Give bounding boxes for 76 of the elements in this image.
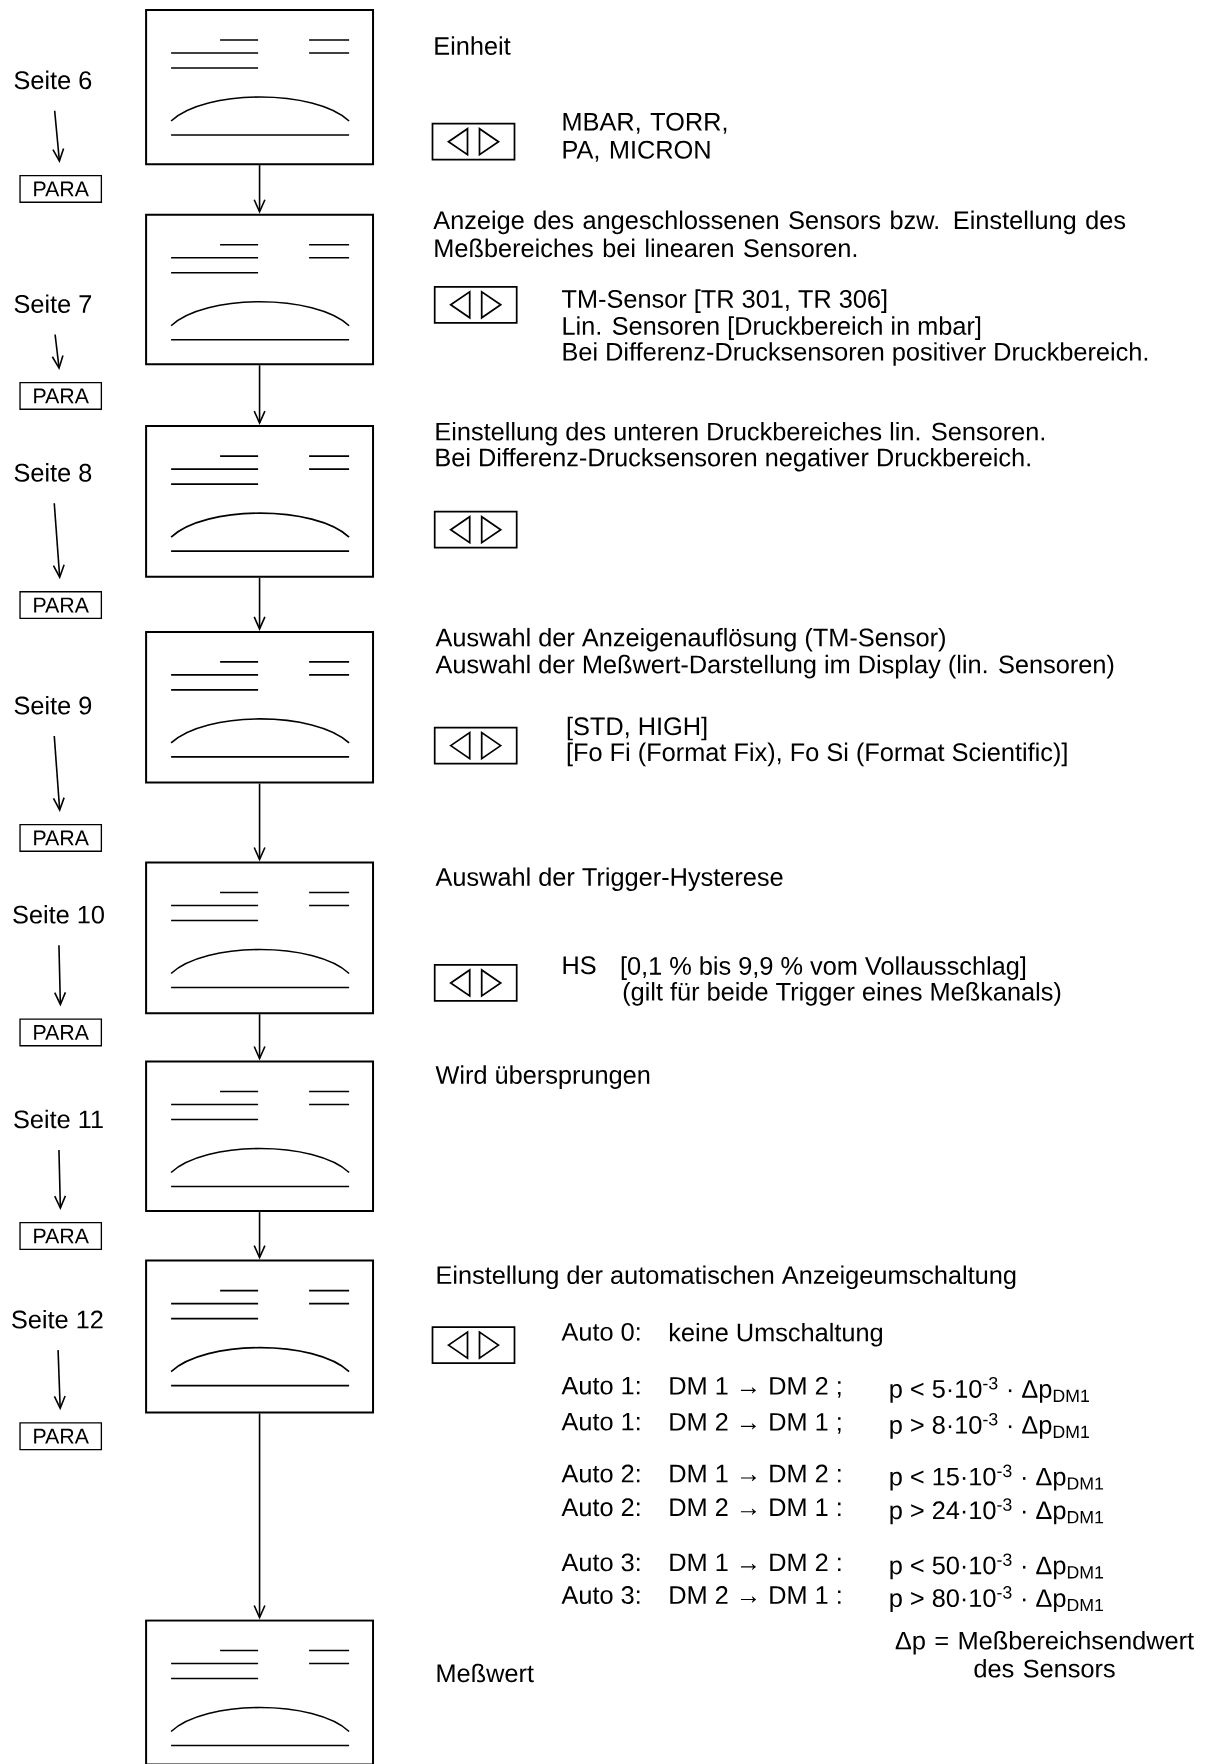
display-drawing (145, 1619, 375, 1764)
table-text: Auto 0: (561, 1322, 640, 1341)
option-text: [STD, HIGH] (567, 716, 707, 741)
description-text: Einheit (435, 36, 511, 55)
option-text: Lin. Sensoren [Druckbereich in mbar] (563, 316, 981, 340)
option-text: [Fo Fi (Format Fix), Fo Si (Format Scientific)] (567, 742, 1067, 767)
table-text: Auto 2: (561, 1464, 640, 1483)
page-label: Seite 9 (14, 695, 92, 715)
display-drawing (145, 9, 375, 166)
arrow (53, 1149, 67, 1210)
table-text: DM 1 → DM 2 : (670, 1553, 841, 1572)
table-text: Auto 1: (561, 1412, 640, 1431)
arrow (253, 577, 266, 631)
page-label: Seite 8 (14, 463, 92, 482)
display-drawing (145, 213, 375, 366)
table-text: p > 80·10$^{-3}$ · Δp$_{DM1}$ (890, 1586, 1104, 1613)
table-text: p < 50·10$^{-3}$ · Δp$_{DM1}$ (890, 1553, 1104, 1580)
page-label: Seite 11 (14, 1109, 103, 1129)
arrow (52, 735, 65, 812)
arrow (253, 782, 266, 862)
description-text: Auswahl der Trigger-Hysterese (435, 867, 783, 891)
key-box: PARA (19, 1422, 103, 1451)
description-text: Bei Differenz-Drucksensoren negativer Druckbereich. (436, 447, 1030, 472)
table-text: keine Umschaltung (670, 1322, 882, 1347)
arrow (51, 333, 64, 370)
description-text: Auswahl der Anzeigenauflösung (TM-Sensor) (435, 627, 945, 652)
table-text: DM 2 → DM 1 : (670, 1498, 841, 1516)
display-drawing (145, 425, 375, 578)
key-box: PARA (19, 174, 103, 203)
key-box: PARA (19, 381, 103, 410)
arrow (253, 1412, 266, 1620)
description-text: Einstellung des unteren Druckbereiches lin. Sensoren. (436, 422, 1044, 446)
table-text: Auto 3: (561, 1586, 640, 1604)
arrow (53, 1349, 66, 1411)
note-text: Δp = Meßbereichsendwert des Sensors (895, 1631, 1194, 1678)
arrow (52, 502, 65, 580)
page-label: Seite 7 (14, 294, 92, 313)
option-text: Bei Differenz-Drucksensoren positiver Druckbereich. (563, 342, 1148, 366)
page-label: Seite 10 (13, 905, 104, 924)
option-text: TM-Sensor [TR 301, TR 306] (562, 289, 887, 313)
display-drawing (145, 1060, 375, 1213)
table-text: p > 8·10$^{-3}$ · Δp$_{DM1}$ (890, 1412, 1089, 1439)
description-text: Einstellung der automatischen Anzeigeumschaltung (437, 1265, 1016, 1290)
arrow (253, 1013, 266, 1061)
table-text: DM 1 → DM 2 : (670, 1464, 841, 1483)
key-box: PARA (19, 1222, 103, 1250)
table-text: DM 2 → DM 1 : (670, 1586, 841, 1604)
description-text: Meßwert (437, 1663, 534, 1683)
key-box: PARA (19, 823, 103, 852)
table-text: DM 1 → DM 2 ; (670, 1376, 841, 1398)
key-box: PARA (19, 1018, 103, 1047)
display-drawing (145, 1259, 375, 1414)
table-text: p < 15·10$^{-3}$ · Δp$_{DM1}$ (890, 1464, 1104, 1491)
option-text: (gilt für beide Trigger eines Meßkanals) (623, 982, 1061, 1006)
page-label: Seite 12 (12, 1309, 103, 1329)
table-text: Auto 2: (561, 1498, 640, 1517)
arrow (253, 164, 266, 214)
table-text: DM 2 → DM 1 ; (670, 1412, 841, 1434)
arrow (52, 109, 65, 163)
description-text: Wird übersprungen (435, 1065, 650, 1089)
table-text: p < 5·10$^{-3}$ · Δp$_{DM1}$ (890, 1376, 1089, 1403)
table-text: Auto 3: (561, 1553, 640, 1572)
display-drawing (145, 861, 375, 1015)
description-text: Anzeige des angeschlossenen Sensors bzw. Einstellung des Meßbereiches bei linearen Sensoren. (433, 210, 1126, 258)
arrow (253, 1211, 266, 1260)
option-text: MBAR, TORR, PA, MICRON (563, 112, 727, 162)
display-drawing (145, 630, 375, 784)
option-text: [0,1 % bis 9,9 % vom Vollausschlag] (621, 956, 1026, 980)
description-text: Auswahl der Meßwert-Darstellung im Display (lin. Sensoren) (435, 654, 1114, 679)
arrow (53, 944, 67, 1007)
option-text: HS (563, 956, 596, 975)
table-text: Auto 1: (561, 1376, 640, 1395)
key-box: PARA (19, 591, 103, 620)
page-label: Seite 6 (14, 70, 92, 90)
arrow (253, 364, 266, 426)
table-text: p > 24·10$^{-3}$ · Δp$_{DM1}$ (890, 1498, 1104, 1525)
